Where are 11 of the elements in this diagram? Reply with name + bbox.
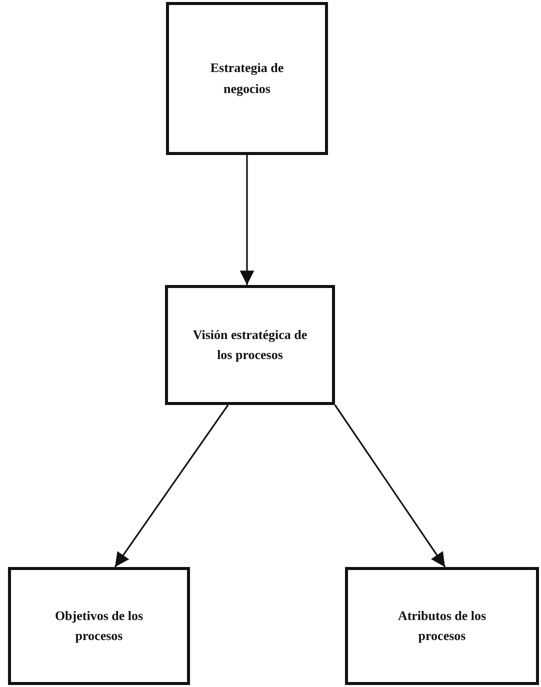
box-label: Estrategia de negocios	[209, 59, 285, 98]
process-box	[8, 567, 190, 685]
process-box	[166, 2, 328, 155]
arrow	[114, 404, 229, 568]
process-box	[165, 285, 335, 405]
process-box	[345, 567, 539, 685]
arrow	[334, 404, 446, 568]
box-label: Atributos de los procesos	[396, 606, 488, 645]
box-label: Visión estratégica de los procesos	[192, 326, 308, 364]
arrow	[240, 155, 254, 285]
box-label: Objetivos de los procesos	[54, 606, 144, 645]
